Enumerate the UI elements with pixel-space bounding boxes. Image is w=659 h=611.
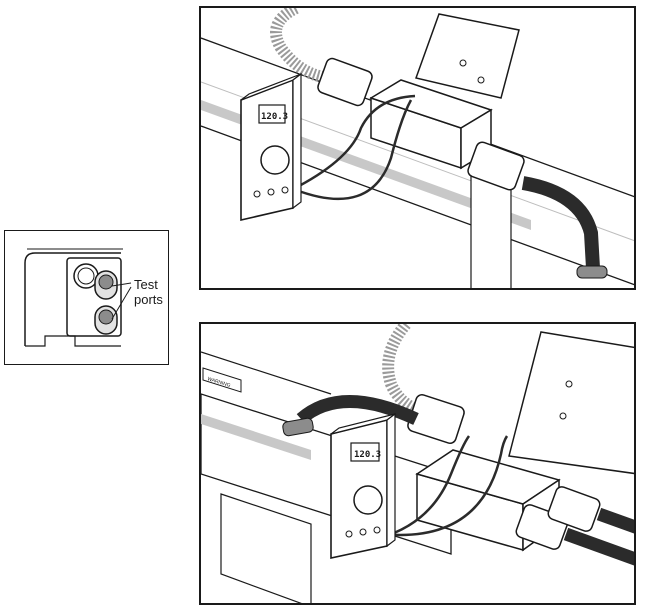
test-ports-inset: Test ports (4, 230, 169, 365)
multimeter-icon (330, 412, 396, 559)
top-meter-display: 120.3 (261, 112, 288, 122)
test-label-line1: Test (134, 277, 158, 292)
bottom-illustration: WARNING (199, 322, 636, 605)
top-scene: 120.3 (201, 8, 634, 288)
bottom-scene: WARNING (201, 324, 634, 603)
multimeter-icon (240, 72, 302, 222)
junction-box-icon (369, 13, 520, 170)
bottom-meter-display: 120.3 (354, 450, 381, 460)
test-ports-drawing (24, 248, 132, 347)
warning-triangle-icon (202, 367, 242, 393)
top-illustration: 120.3 (199, 6, 636, 290)
test-label-line2: ports (134, 292, 163, 307)
